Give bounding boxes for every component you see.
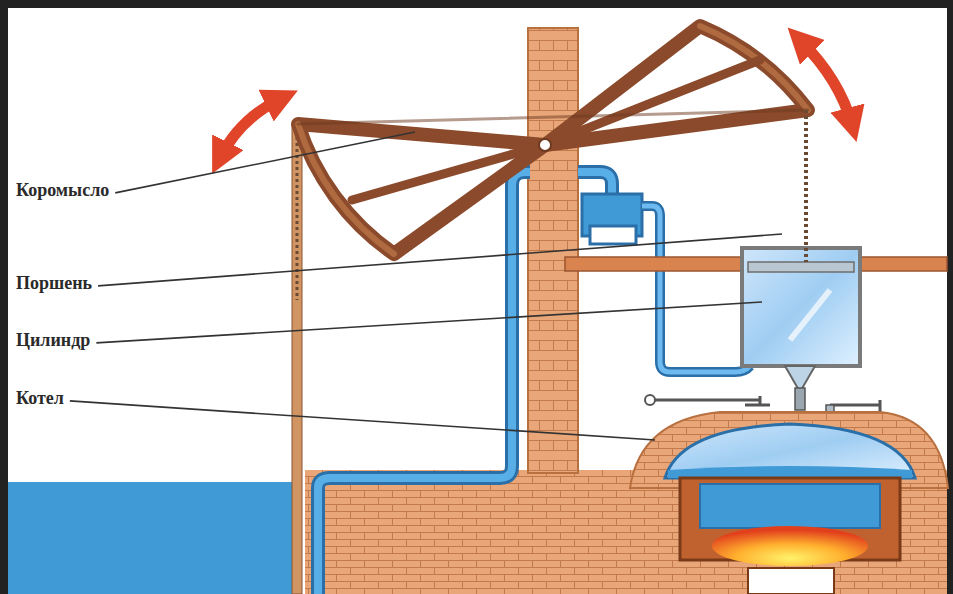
leader-line [96, 302, 762, 343]
part-label: Котел [16, 389, 64, 409]
leader-line [98, 234, 782, 286]
part-label: Поршень [16, 274, 92, 294]
leader-line [115, 132, 415, 193]
part-label: Коромысло [16, 181, 109, 201]
part-label: Цилиндр [16, 331, 90, 351]
leader-line [70, 401, 655, 440]
